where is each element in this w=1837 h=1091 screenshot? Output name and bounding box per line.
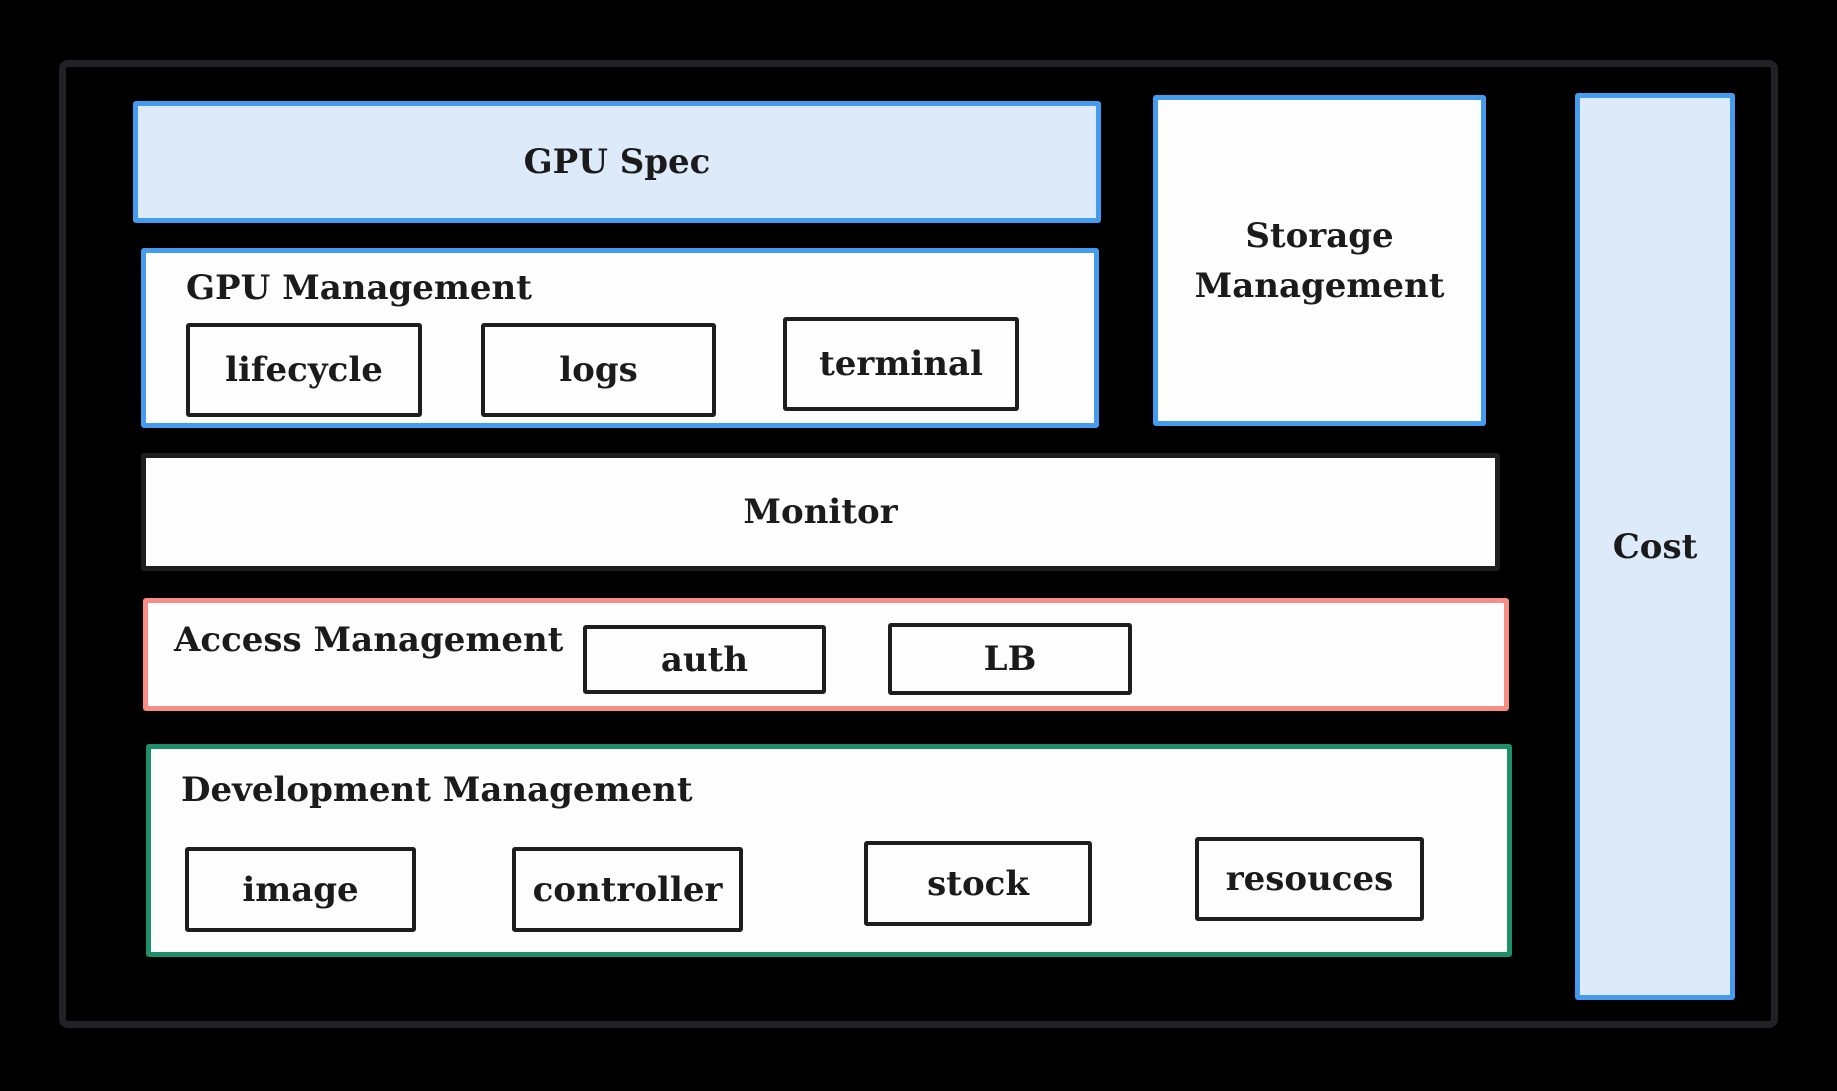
storage-management-box: Storage Management bbox=[1153, 95, 1486, 426]
gpu-spec-label: GPU Spec bbox=[523, 142, 711, 182]
auth-box: auth bbox=[583, 625, 826, 694]
stock-box: stock bbox=[864, 841, 1092, 926]
monitor-box: Monitor bbox=[141, 453, 1500, 571]
gpu-spec-box: GPU Spec bbox=[133, 101, 1101, 223]
stock-label: stock bbox=[927, 863, 1029, 904]
terminal-label: terminal bbox=[819, 344, 983, 384]
image-label: image bbox=[242, 869, 359, 910]
lb-box: LB bbox=[888, 623, 1132, 695]
logs-box: logs bbox=[481, 323, 716, 417]
resouces-label: resouces bbox=[1225, 859, 1394, 899]
auth-label: auth bbox=[660, 639, 749, 680]
access-management-group: Access Management bbox=[143, 598, 1509, 711]
lb-label: LB bbox=[983, 639, 1037, 679]
cost-label: Cost bbox=[1612, 526, 1698, 567]
controller-label: controller bbox=[532, 869, 723, 910]
access-management-title: Access Management bbox=[174, 620, 564, 660]
development-management-title: Development Management bbox=[181, 770, 693, 810]
cost-box: Cost bbox=[1575, 93, 1735, 1000]
resouces-box: resouces bbox=[1195, 837, 1424, 921]
lifecycle-label: lifecycle bbox=[225, 350, 383, 390]
lifecycle-box: lifecycle bbox=[186, 323, 422, 417]
controller-box: controller bbox=[512, 847, 743, 932]
monitor-label: Monitor bbox=[743, 492, 898, 532]
image-box: image bbox=[185, 847, 416, 932]
gpu-management-title: GPU Management bbox=[186, 268, 532, 308]
logs-label: logs bbox=[559, 350, 638, 390]
storage-management-label: Storage Management bbox=[1194, 215, 1445, 306]
terminal-box: terminal bbox=[783, 317, 1019, 411]
diagram-outer-frame bbox=[59, 60, 1778, 1028]
